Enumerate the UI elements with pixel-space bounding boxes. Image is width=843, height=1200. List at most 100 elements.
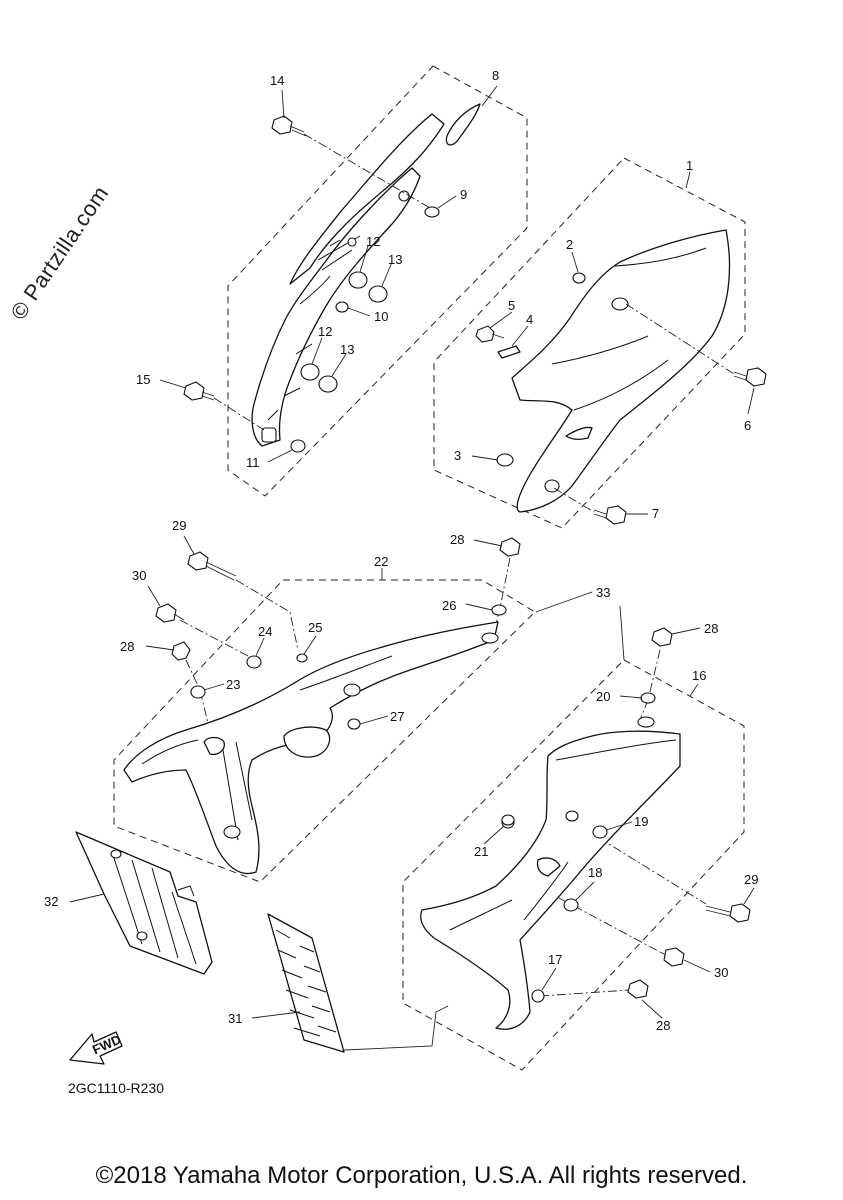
callout-2: 2 bbox=[566, 237, 573, 252]
leader-6 bbox=[747, 387, 755, 415]
leader-12a bbox=[359, 245, 369, 273]
leader-29b bbox=[743, 887, 755, 905]
callout-1: 1 bbox=[686, 158, 693, 173]
leader-27 bbox=[359, 715, 389, 725]
leader-31 bbox=[251, 1011, 301, 1019]
screw-28d bbox=[627, 979, 649, 999]
callout-33: 33 bbox=[596, 585, 610, 600]
leader-19 bbox=[605, 821, 633, 831]
callout-28b: 28 bbox=[450, 532, 464, 547]
callout-7: 7 bbox=[652, 506, 659, 521]
callout-18: 18 bbox=[588, 865, 602, 880]
leader-12b bbox=[311, 337, 323, 365]
leader-13a bbox=[381, 261, 393, 287]
leader-32 bbox=[69, 893, 105, 903]
bolt-7 bbox=[593, 505, 627, 525]
leader-8 bbox=[481, 85, 498, 107]
part-32-panel bbox=[75, 831, 213, 975]
screw-28a bbox=[171, 641, 191, 661]
callout-13a: 13 bbox=[388, 252, 402, 267]
nut-9 bbox=[424, 206, 440, 218]
fwd-arrow-icon: FWD bbox=[69, 1031, 123, 1065]
leader-4 bbox=[511, 325, 529, 347]
group-outline-16 bbox=[402, 659, 745, 1071]
callout-28d: 28 bbox=[656, 1018, 670, 1033]
part-1-side-cover bbox=[511, 229, 731, 513]
part-8-side-cover bbox=[251, 103, 481, 447]
screw-28b bbox=[499, 537, 521, 557]
callout-21: 21 bbox=[474, 844, 488, 859]
nut-27 bbox=[347, 718, 361, 730]
nut-2 bbox=[572, 272, 586, 284]
callout-10: 10 bbox=[374, 309, 388, 324]
callout-27: 27 bbox=[390, 709, 404, 724]
leader-20 bbox=[619, 695, 643, 699]
screw-5 bbox=[475, 325, 505, 343]
bolt-30a bbox=[155, 603, 185, 623]
group-outline-22 bbox=[113, 579, 536, 883]
leader-5 bbox=[489, 311, 513, 329]
collar-24 bbox=[246, 655, 262, 669]
leader-14 bbox=[281, 89, 285, 119]
leader-16 bbox=[689, 683, 699, 697]
leader-15 bbox=[159, 379, 187, 389]
callout-29a: 29 bbox=[172, 518, 186, 533]
washer-20 bbox=[640, 692, 656, 704]
axis-line-7 bbox=[553, 487, 595, 513]
bolt-30b bbox=[659, 947, 685, 967]
part-22-cover bbox=[123, 621, 499, 875]
callout-13b: 13 bbox=[340, 342, 354, 357]
group-outline-1 bbox=[433, 157, 746, 529]
leader-26 bbox=[465, 603, 493, 611]
callout-31: 31 bbox=[228, 1011, 242, 1026]
callout-5: 5 bbox=[508, 298, 515, 313]
axis-line-14 bbox=[303, 133, 431, 209]
link-line-31-16 bbox=[343, 1005, 449, 1051]
leader-13b bbox=[331, 353, 347, 377]
callout-12a: 12 bbox=[366, 234, 380, 249]
leader-29a bbox=[183, 535, 195, 555]
copyright-notice: ©2018 Yamaha Motor Corporation, U.S.A. A… bbox=[95, 1162, 748, 1189]
collar-11 bbox=[290, 439, 306, 453]
leader-28d bbox=[641, 999, 663, 1019]
callout-23: 23 bbox=[226, 677, 240, 692]
callout-20: 20 bbox=[596, 689, 610, 704]
grommet-12a bbox=[348, 271, 368, 289]
leader-1 bbox=[685, 171, 691, 189]
callout-6: 6 bbox=[744, 418, 751, 433]
bolt-29b bbox=[705, 903, 751, 923]
leader-30b bbox=[683, 959, 711, 973]
callout-8: 8 bbox=[492, 68, 499, 83]
leader-28a bbox=[145, 645, 175, 651]
leader-23 bbox=[203, 683, 225, 691]
callout-22: 22 bbox=[374, 554, 388, 569]
leader-28c bbox=[671, 627, 701, 635]
leader-21 bbox=[483, 825, 505, 845]
nut-21 bbox=[501, 814, 515, 826]
group-outline-8 bbox=[227, 65, 528, 497]
part-16-cover bbox=[420, 716, 681, 1030]
callout-17: 17 bbox=[548, 952, 562, 967]
bolt-14 bbox=[271, 115, 307, 137]
part-31-grill bbox=[267, 913, 345, 1053]
leader-9 bbox=[437, 195, 457, 209]
grommet-12b bbox=[300, 363, 320, 381]
callout-25: 25 bbox=[308, 620, 322, 635]
callout-29b: 29 bbox=[744, 872, 758, 887]
leader-24 bbox=[255, 637, 265, 657]
screw-28c bbox=[651, 627, 673, 647]
axis-line-15 bbox=[213, 397, 265, 431]
leader-33 bbox=[535, 591, 625, 661]
callout-28a: 28 bbox=[120, 639, 134, 654]
callout-26: 26 bbox=[442, 598, 456, 613]
callout-12b: 12 bbox=[318, 324, 332, 339]
axis-line-28c bbox=[639, 649, 661, 721]
collar-10 bbox=[335, 301, 349, 313]
bolt-6 bbox=[733, 367, 767, 387]
callout-30b: 30 bbox=[714, 965, 728, 980]
diagram-code: 2GC1110-R230 bbox=[68, 1080, 164, 1096]
axis-line-6 bbox=[625, 303, 735, 375]
callout-14: 14 bbox=[270, 73, 284, 88]
collar-18 bbox=[563, 898, 579, 912]
